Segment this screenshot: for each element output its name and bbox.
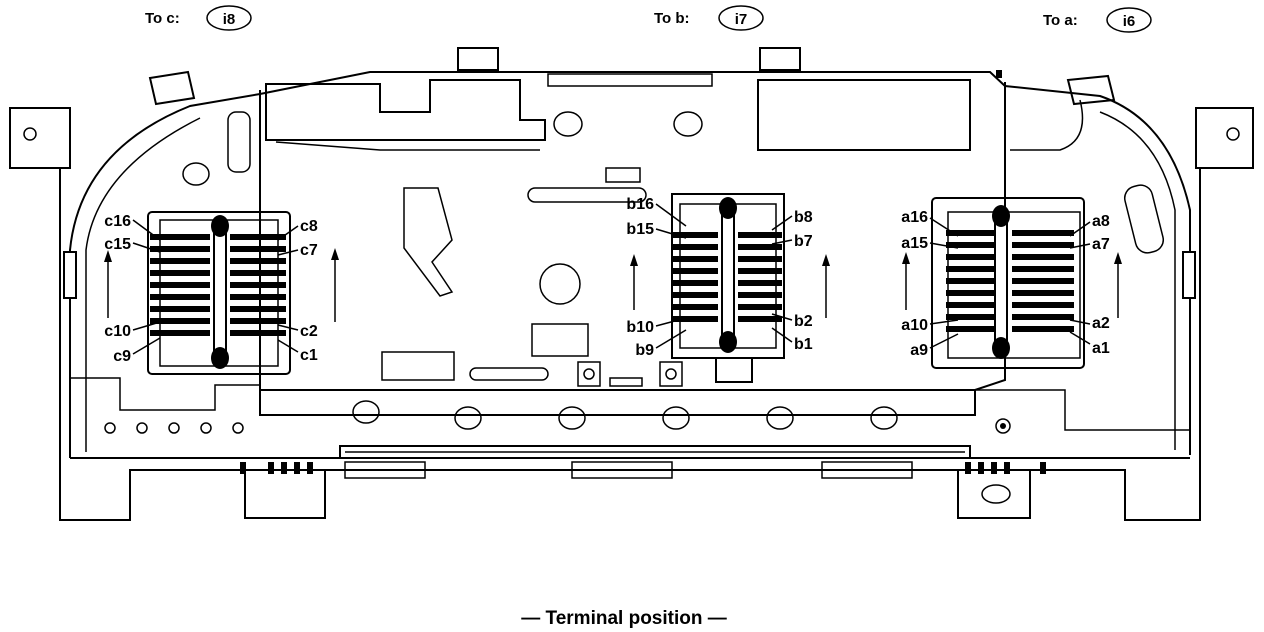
pin-label-c8: c8 — [300, 218, 318, 235]
pin-label-c9: c9 — [113, 348, 131, 365]
pin-label-a7: a7 — [1092, 236, 1110, 253]
pin-label-b15: b15 — [626, 221, 654, 238]
connector-block-c — [104, 211, 339, 375]
pin-label-c2: c2 — [300, 323, 318, 340]
connector-block-a — [902, 197, 1122, 369]
pin-label-b16: b16 — [626, 196, 654, 213]
pin-label-a16: a16 — [901, 209, 928, 226]
pin-label-c7: c7 — [300, 242, 318, 259]
connector-ref-c: i8 — [223, 11, 236, 28]
diagram-caption: — Terminal position — — [521, 608, 727, 629]
connector-block-b — [630, 193, 830, 383]
pin-label-b9: b9 — [635, 342, 654, 359]
header-connector-c: To c: i8 — [145, 5, 252, 31]
connector-ref-oval-c — [206, 5, 252, 31]
pin-label-a1: a1 — [1092, 340, 1110, 357]
connector-ref-oval-a — [1106, 7, 1152, 33]
header-a-label: To a: — [1043, 12, 1078, 29]
header-connector-a: To a: i6 — [1043, 7, 1152, 33]
pin-label-b10: b10 — [626, 319, 654, 336]
pin-label-a10: a10 — [901, 317, 928, 334]
pin-label-c10: c10 — [104, 323, 131, 340]
connector-ref-a: i6 — [1123, 13, 1136, 30]
pin-label-a9: a9 — [910, 342, 928, 359]
connector-ref-b: i7 — [735, 11, 748, 28]
pin-label-c16: c16 — [104, 213, 131, 230]
header-c-label: To c: — [145, 10, 180, 27]
pin-label-b2: b2 — [794, 313, 813, 330]
pin-label-a15: a15 — [901, 235, 928, 252]
pin-label-b7: b7 — [794, 233, 813, 250]
pin-label-a8: a8 — [1092, 213, 1110, 230]
pin-label-b1: b1 — [794, 336, 813, 353]
header-connector-b: To b: i7 — [654, 5, 764, 31]
pin-label-a2: a2 — [1092, 315, 1110, 332]
pin-label-b8: b8 — [794, 209, 813, 226]
header-b-label: To b: — [654, 10, 690, 27]
meter-housing — [9, 47, 1254, 521]
pin-label-c1: c1 — [300, 347, 318, 364]
pin-label-c15: c15 — [104, 236, 131, 253]
connector-ref-oval-b — [718, 5, 764, 31]
